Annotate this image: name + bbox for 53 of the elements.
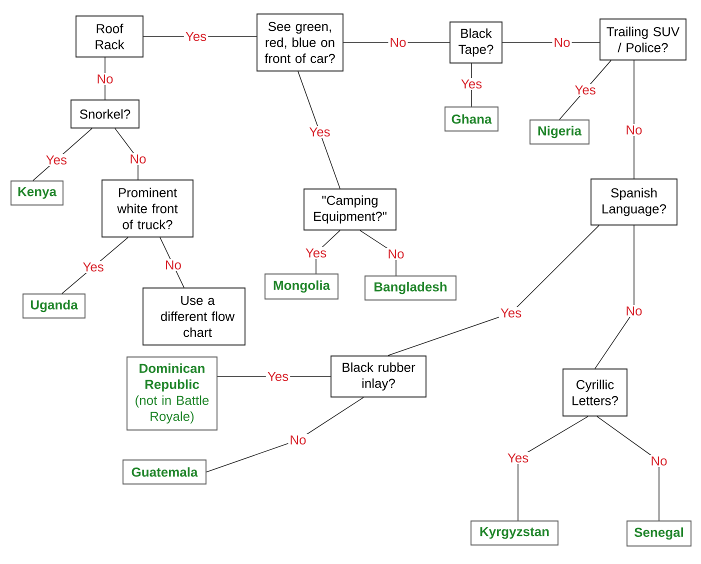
- edge-label: No: [649, 454, 669, 468]
- question-box: Black Tape?: [450, 22, 502, 64]
- edge-label: Yes: [81, 260, 106, 274]
- connector-line: [594, 225, 634, 369]
- result-box: Mongolia: [264, 274, 338, 300]
- edge-label: No: [386, 248, 406, 260]
- result-box: Dominican Republic (not in Battle Royale): [126, 356, 218, 430]
- edge-label: No: [95, 72, 115, 86]
- question-box: Trailing SUV / Police?: [600, 18, 686, 60]
- connector-line: [388, 225, 600, 356]
- question-box: Snorkel?: [70, 100, 140, 128]
- edge-label: Yes: [308, 126, 332, 138]
- connector-line: [104, 57, 106, 100]
- edge-label: Yes: [573, 84, 598, 96]
- question-box: Prominent white front of truck?: [102, 180, 194, 238]
- connector-line: [343, 42, 450, 43]
- question-box: "Camping Equipment?": [304, 188, 396, 230]
- result-box: Kyrgyzstan: [470, 520, 558, 546]
- connector-line: [596, 416, 660, 521]
- edge-label: Yes: [459, 78, 484, 90]
- question-box: Black rubber inlay?: [330, 356, 426, 398]
- connector-line: [360, 230, 396, 276]
- result-box: Senegal: [626, 520, 692, 546]
- edge-label: Yes: [304, 246, 328, 260]
- connector-line: [206, 397, 364, 472]
- result-box: Uganda: [22, 294, 86, 318]
- edge-label: No: [624, 304, 644, 318]
- edge-label: Yes: [506, 452, 530, 464]
- connector-line: [518, 416, 588, 521]
- result-box: Guatemala: [122, 460, 206, 484]
- edge-label: No: [128, 152, 148, 166]
- result-box: Bangladesh: [364, 276, 456, 300]
- edge-label: Yes: [266, 370, 290, 383]
- note-box: Use a different flow chart: [142, 288, 246, 346]
- question-box: Roof Rack: [76, 16, 144, 58]
- question-box: Cyrillic Letters?: [562, 368, 628, 416]
- edge-label: Yes: [498, 306, 524, 320]
- edge-label: Yes: [184, 30, 208, 43]
- result-box: Nigeria: [530, 120, 590, 144]
- result-box: Kenya: [10, 180, 64, 206]
- edge-label: No: [388, 36, 408, 49]
- result-box: Ghana: [444, 106, 498, 132]
- edge-label: No: [624, 124, 644, 136]
- edge-label: No: [288, 434, 308, 446]
- question-box: Spanish Language?: [590, 178, 678, 226]
- connector-line: [502, 42, 600, 43]
- connector-line: [160, 237, 184, 288]
- edge-label: No: [163, 258, 184, 272]
- connector-line: [298, 71, 340, 189]
- question-box: See green, red, blue on front of car?: [256, 14, 344, 72]
- connector-line: [114, 128, 138, 180]
- edge-label: Yes: [44, 154, 69, 166]
- edge-label: No: [552, 36, 572, 49]
